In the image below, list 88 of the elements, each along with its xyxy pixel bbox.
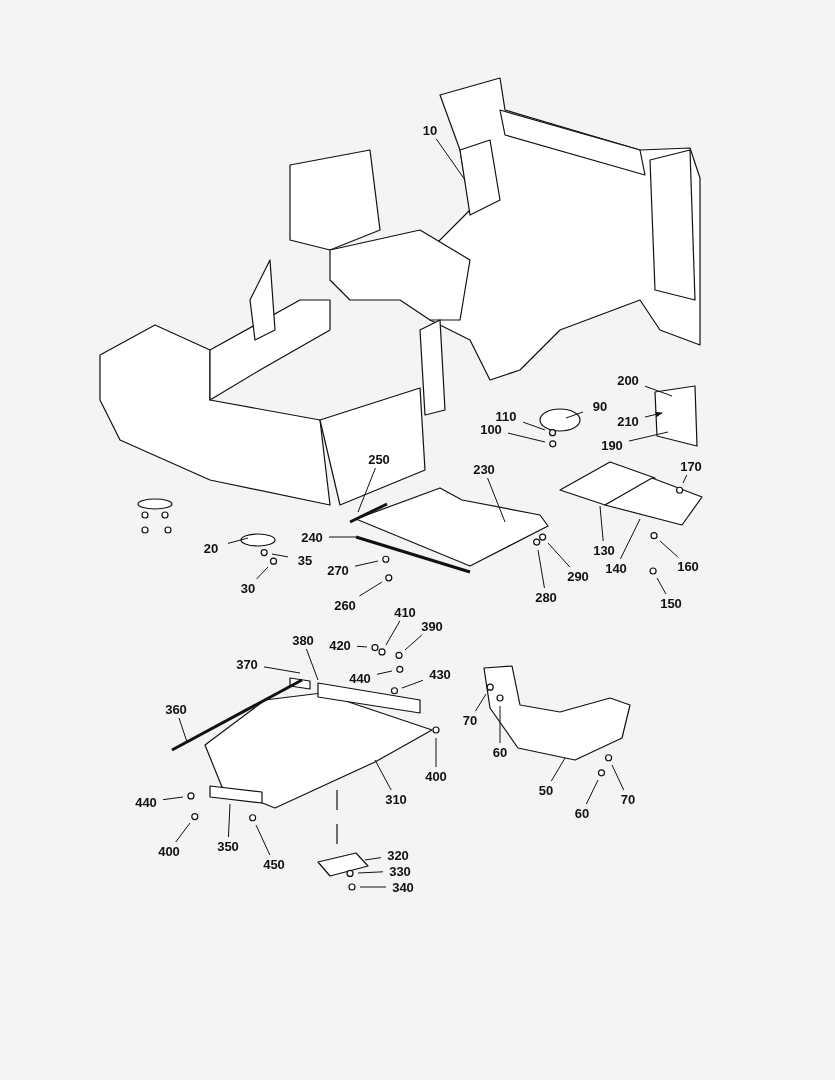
leader-line [271, 553, 289, 558]
callout-number: 100 [480, 421, 502, 437]
callout-number: 410 [394, 604, 416, 620]
callout-number: 440 [349, 670, 371, 686]
callout-number: 400 [425, 768, 447, 784]
leader-line [376, 670, 393, 675]
callout-number: 60 [492, 744, 508, 760]
leader-line [475, 693, 487, 712]
callout-number: 260 [334, 597, 356, 613]
leader-line [522, 421, 546, 431]
callout-number: 210 [617, 413, 639, 429]
callout-number: 10 [422, 122, 438, 138]
leader-line [401, 679, 424, 689]
callout-number: 390 [421, 618, 443, 634]
callout-number: 440 [135, 794, 157, 810]
callout-number: 90 [592, 398, 608, 414]
callout-number: 310 [385, 791, 407, 807]
callout-number: 30 [240, 580, 256, 596]
callout-number: 420 [329, 637, 351, 653]
leader-line [599, 505, 604, 542]
leader-line [611, 764, 625, 791]
leader-line [359, 581, 383, 597]
leader-line [565, 411, 584, 419]
leader-line [659, 540, 679, 558]
callout-number: 280 [535, 589, 557, 605]
callout-number: 340 [392, 879, 414, 895]
leader-line [227, 537, 249, 544]
leader-line [619, 518, 641, 560]
callout-number: 200 [617, 372, 639, 388]
leader-line [305, 648, 319, 681]
leader-line [162, 796, 184, 801]
leader-line [682, 474, 688, 484]
callout-number: 160 [677, 558, 699, 574]
leader-line [550, 757, 566, 782]
callout-number: 350 [217, 838, 239, 854]
callout-number: 130 [593, 542, 615, 558]
leader-line [356, 645, 368, 648]
leader-line [175, 822, 191, 843]
leader-line [507, 432, 546, 443]
callout-number: 35 [297, 552, 313, 568]
callout-number: 70 [462, 712, 478, 728]
callout-number: 230 [473, 461, 495, 477]
callout-number: 150 [660, 595, 682, 611]
callout-number: 370 [236, 656, 258, 672]
leader-line [359, 886, 387, 888]
leader-line [227, 803, 231, 838]
callout-number: 380 [292, 632, 314, 648]
leader-line [644, 411, 663, 418]
callout-number: 330 [389, 863, 411, 879]
callout-number: 20 [203, 540, 219, 556]
callout-number: 290 [567, 568, 589, 584]
callout-number: 360 [165, 701, 187, 717]
callout-number: 400 [158, 843, 180, 859]
callout-number: 430 [429, 666, 451, 682]
callout-number: 140 [605, 560, 627, 576]
callout-number: 320 [387, 847, 409, 863]
callout-number: 170 [680, 458, 702, 474]
callout-number: 450 [263, 856, 285, 872]
leader-line [256, 566, 269, 580]
leader-line [537, 549, 545, 589]
callout-number: 240 [301, 529, 323, 545]
callout-number: 60 [574, 805, 590, 821]
leader-line [178, 717, 188, 743]
leader-line [547, 542, 571, 568]
callout-number: 50 [538, 782, 554, 798]
leader-line [435, 138, 466, 181]
leader-line [328, 536, 357, 538]
leader-line [263, 666, 301, 674]
callout-number: 250 [368, 451, 390, 467]
leader-line [374, 759, 392, 791]
leader-line [644, 385, 673, 397]
leader-line [357, 467, 376, 513]
leader-line [656, 577, 667, 595]
leader-line [357, 871, 384, 874]
leader-line [585, 779, 599, 805]
callout-number: 270 [327, 562, 349, 578]
callout-number: 190 [601, 437, 623, 453]
leader-line [487, 477, 506, 523]
leader-line [255, 824, 271, 856]
leader-line [435, 737, 437, 768]
leader-line [354, 560, 379, 567]
leader-line [499, 705, 501, 744]
callout-number: 70 [620, 791, 636, 807]
callout-number: 110 [495, 408, 517, 424]
leader-line [364, 857, 382, 861]
leader-line [404, 634, 423, 651]
leader-line [628, 431, 669, 442]
leader-line [385, 620, 401, 646]
